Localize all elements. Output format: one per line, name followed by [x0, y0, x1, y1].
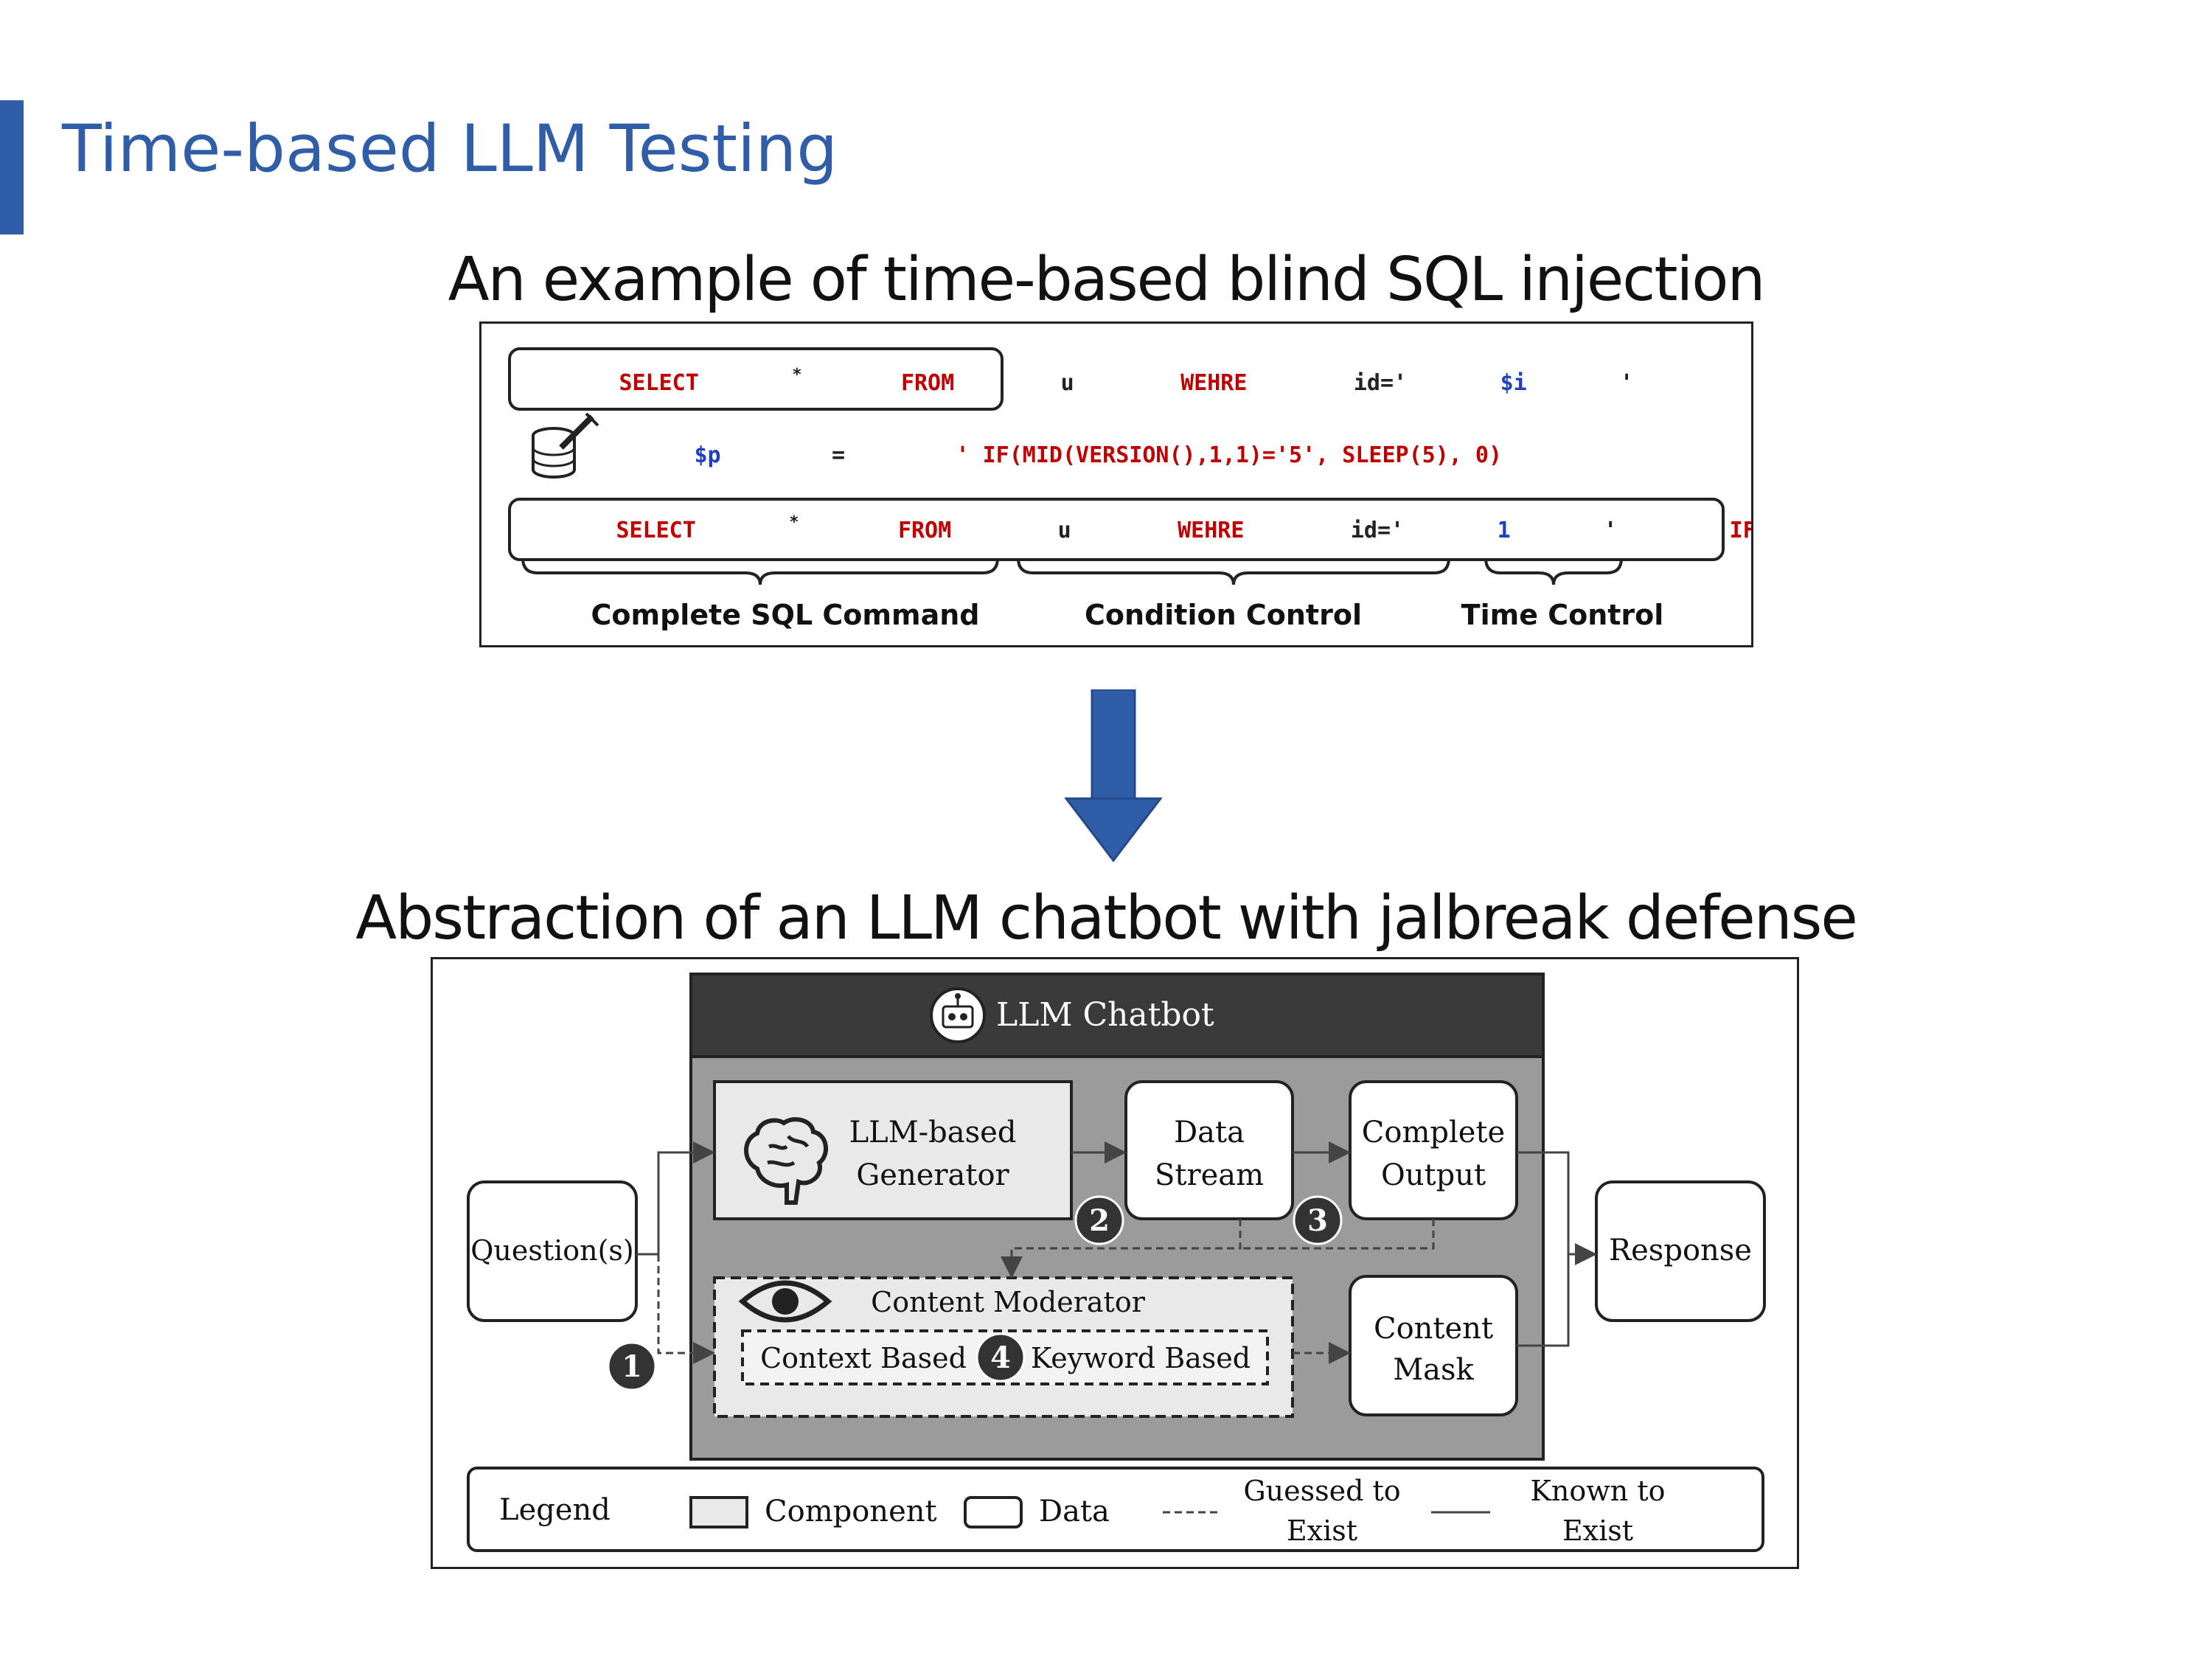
- chatbot-header-title: LLM Chatbot: [996, 996, 1214, 1034]
- label-condition-control: Condition Control: [1085, 599, 1362, 631]
- content-mask-node: [1349, 1275, 1518, 1416]
- brace-condition: [1017, 557, 1450, 585]
- payload-line: $p = ' IF(MID(VERSION(),1,1)='5', SLEEP(…: [601, 442, 1568, 468]
- chatbot-header: [689, 973, 1545, 1058]
- eye-icon: [738, 1280, 832, 1323]
- svg-text:3: 3: [1307, 1203, 1328, 1238]
- content-mask-label-1: Content: [1374, 1312, 1493, 1346]
- slide-title: Time-based LLM Testing: [62, 111, 838, 187]
- step-badge-2: 2: [1074, 1195, 1124, 1245]
- query-box-injected: [508, 498, 1725, 561]
- data-stream-label-2: Stream: [1155, 1158, 1264, 1192]
- label-time-control: Time Control: [1461, 599, 1664, 631]
- query-original: SELECT * FROM u WEHRE id=' $i ': [526, 360, 1700, 396]
- legend-known-label-1: Known to: [1531, 1475, 1666, 1507]
- llm-generator-component: [713, 1080, 1073, 1220]
- complete-output-label-2: Output: [1381, 1158, 1486, 1192]
- step-badge-3: 3: [1293, 1195, 1343, 1245]
- chatbot-diagram: LLM Chatbot LLM-based Generator Data Str…: [467, 973, 1766, 1552]
- data-stream-label-1: Data: [1174, 1116, 1245, 1150]
- question-label: Question(s): [470, 1234, 634, 1267]
- step-badge-1: 1: [607, 1341, 657, 1391]
- complete-output-node: [1349, 1080, 1518, 1220]
- svg-text:2: 2: [1089, 1203, 1110, 1238]
- legend-guessed-label-1: Guessed to: [1243, 1475, 1400, 1507]
- question-node: [467, 1180, 638, 1322]
- content-mask-label-2: Mask: [1393, 1353, 1474, 1387]
- legend-component-swatch: [689, 1496, 748, 1528]
- legend-known-label-2: Exist: [1562, 1514, 1633, 1547]
- chatbot-section-title: Abstraction of an LLM chatbot with jalbr…: [355, 883, 1858, 953]
- legend-data-label: Data: [1039, 1495, 1110, 1528]
- svg-text:1: 1: [622, 1349, 642, 1384]
- step-badge-4: 4: [975, 1332, 1026, 1382]
- solid-connectors: [636, 1141, 1597, 1347]
- llm-generator-label-1: LLM-based: [849, 1116, 1017, 1150]
- title-accent-bar: [0, 100, 24, 234]
- legend-box: [467, 1467, 1764, 1552]
- chatbot-diagram-panel: LLM Chatbot LLM-based Generator Data Str…: [431, 957, 1799, 1569]
- keyword-based-label: Keyword Based: [1031, 1342, 1251, 1374]
- sql-section-title: An example of time-based blind SQL injec…: [448, 245, 1766, 315]
- svg-text:4: 4: [990, 1340, 1011, 1375]
- complete-output-label-1: Complete: [1362, 1116, 1505, 1150]
- llm-generator-label-2: Generator: [856, 1158, 1009, 1192]
- dashed-connectors: [657, 1219, 1435, 1364]
- label-complete-sql: Complete SQL Command: [591, 599, 980, 631]
- database-injection-icon: [532, 412, 599, 479]
- context-based-label: Context Based: [760, 1342, 967, 1374]
- legend-component-label: Component: [765, 1495, 937, 1528]
- legend-data-swatch: [964, 1496, 1023, 1528]
- query-box-original: [508, 347, 1004, 411]
- brace-time: [1484, 557, 1623, 585]
- down-arrow-icon: [1065, 689, 1162, 863]
- sql-example-panel: SELECT * FROM u WEHRE id=' $i ' $p = ' I…: [479, 321, 2212, 647]
- robot-icon: [930, 987, 986, 1043]
- sql-diagram: SELECT * FROM u WEHRE id=' $i ' $p = ' I…: [508, 347, 2212, 631]
- legend-title: Legend: [499, 1493, 611, 1527]
- brain-icon: [744, 1117, 829, 1205]
- brace-complete-sql: [521, 557, 999, 585]
- response-label: Response: [1609, 1234, 1752, 1267]
- legend-guessed-label-2: Exist: [1287, 1514, 1357, 1547]
- content-moderator-title: Content Moderator: [871, 1286, 1146, 1318]
- data-stream-node: [1124, 1080, 1294, 1220]
